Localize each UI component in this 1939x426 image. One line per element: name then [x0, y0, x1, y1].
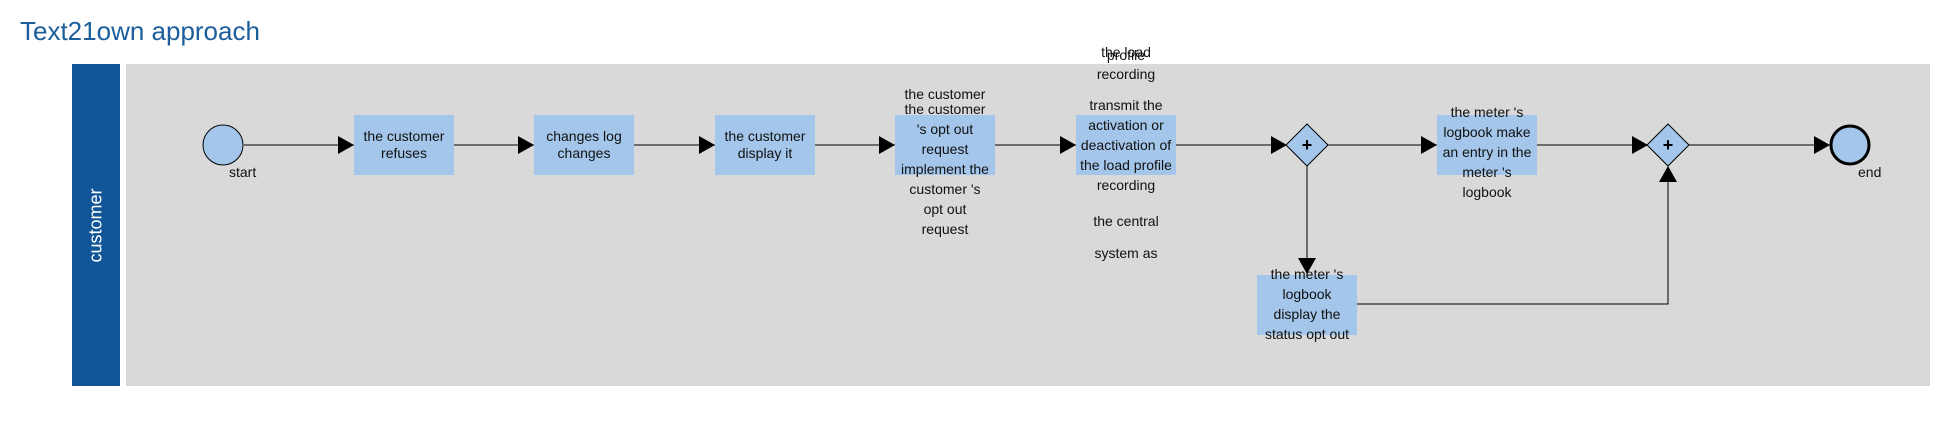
gateway-2-symbol: +: [1663, 135, 1674, 155]
end-event: [1829, 124, 1871, 166]
parallel-gateway-2: [1646, 123, 1690, 167]
task-meter-logbook-entry[interactable]: the meter 's logbook make an entry in th…: [1437, 104, 1537, 200]
task-label: changes log changes: [546, 128, 622, 161]
start-label: start: [229, 164, 257, 180]
start-event: [202, 124, 244, 166]
annotation-t4-above: the customer: [904, 86, 986, 102]
task-label: the customer 's opt out request implemen…: [901, 101, 989, 237]
diagram-title: Text21own approach: [20, 16, 260, 46]
end-label: end: [1858, 164, 1882, 180]
task-implement-opt-out[interactable]: the customer 's opt out request implemen…: [895, 101, 995, 237]
task-label: the customer refuses: [363, 128, 445, 161]
parallel-gateway-1: [1285, 123, 1329, 167]
annotation-t5-below-a: the central: [1093, 213, 1159, 229]
gateway-1-symbol: +: [1302, 135, 1313, 155]
annotation-t5-below-b: system as: [1094, 245, 1158, 261]
annotation-t5-above-a: the load: [1101, 44, 1151, 60]
lane-header: customer: [72, 64, 120, 386]
task-label: transmit the activation or deactivation …: [1080, 97, 1172, 193]
task-changes-log[interactable]: changes log changes: [534, 115, 634, 175]
task-label: the meter 's logbook display the status …: [1264, 266, 1350, 342]
task-customer-refuses[interactable]: the customer refuses: [354, 115, 454, 175]
annotation-t5-above-b: profile: [1106, 47, 1146, 63]
task-customer-display[interactable]: the customer display it: [715, 115, 815, 175]
annotation-t5-above-c: recording: [1096, 66, 1156, 82]
flow-t7-to-g2: [1357, 166, 1677, 305]
task-transmit-activation[interactable]: transmit the activation or deactivation …: [1076, 97, 1176, 193]
task-label: the meter 's logbook make an entry in th…: [1442, 104, 1532, 200]
task-meter-logbook-display[interactable]: the meter 's logbook display the status …: [1257, 266, 1357, 342]
task-label: the customer display it: [724, 128, 806, 161]
